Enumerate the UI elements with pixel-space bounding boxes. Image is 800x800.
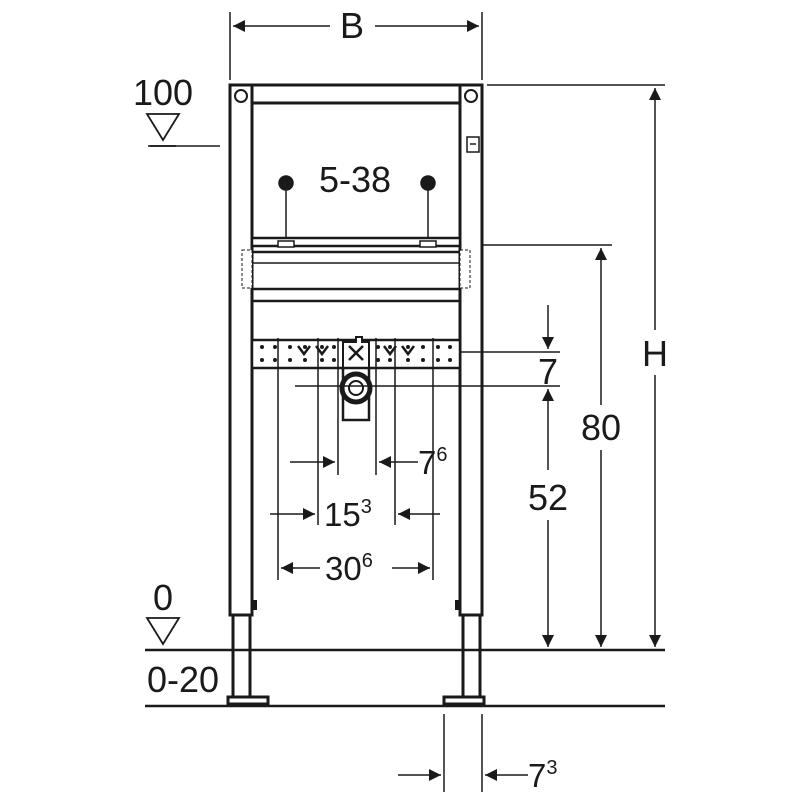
stud-range-label: 5-38 [319, 159, 391, 200]
drain-fitting [339, 336, 373, 422]
height-80-label: 80 [581, 407, 621, 448]
left-leg [231, 613, 252, 702]
height-52-label: 52 [528, 477, 568, 518]
dim-30-6-sup: 6 [362, 550, 373, 572]
offset-7-label: 7 [538, 351, 558, 392]
right-post [458, 83, 484, 617]
width-label: B [340, 5, 364, 46]
upper-bracket [241, 236, 471, 303]
level-0-triangle-icon [145, 617, 181, 646]
dim-7-3-label: 73 [528, 757, 557, 794]
dim-7-6-label: 76 [418, 444, 447, 481]
dim-30-6-label: 306 [325, 550, 373, 587]
level-top-label: 100 [133, 72, 193, 113]
level-zero-label: 0 [153, 577, 173, 618]
dim-7-3-sup: 3 [546, 757, 557, 779]
dim-7-3-main: 7 [528, 757, 546, 794]
right-foot-plate [442, 695, 486, 706]
top-rail [228, 83, 484, 105]
right-bolt-icon [464, 89, 478, 103]
dimension-lines [145, 12, 665, 792]
dim-15-3-label: 153 [324, 496, 372, 533]
bracket-holes [260, 345, 452, 362]
height-label: H [642, 333, 668, 374]
dim-15-3-main: 15 [324, 496, 361, 533]
mounting-studs [278, 175, 436, 244]
floor-range-label: 0-20 [147, 659, 219, 700]
left-post [228, 83, 254, 617]
level-markers [145, 113, 181, 646]
dim-7-6-sup: 6 [436, 444, 447, 466]
left-foot-plate [226, 695, 270, 706]
dim-15-3-sup: 3 [361, 496, 372, 518]
dim-7-6-main: 7 [418, 444, 436, 481]
level-100-triangle-icon [145, 113, 181, 142]
dim-30-6-main: 30 [325, 550, 362, 587]
right-leg [461, 613, 482, 702]
left-bolt-icon [234, 89, 248, 103]
